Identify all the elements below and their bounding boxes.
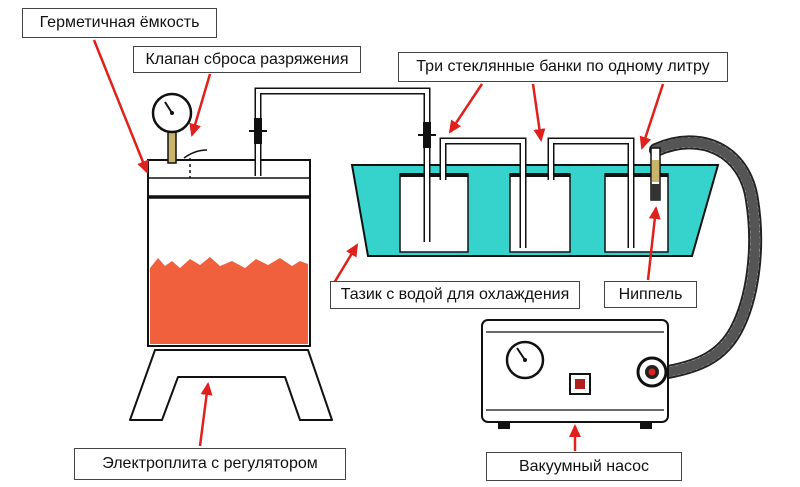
clamp-jar-side (418, 122, 436, 148)
label-glass-jars: Три стеклянные банки по одному литру (398, 52, 728, 82)
vacuum-pump (481, 319, 669, 429)
label-relief-valve: Клапан сброса разряжения (133, 46, 361, 73)
pump-foot-right (640, 420, 652, 429)
jar-1-body (399, 173, 469, 253)
pump-gauge-needle (516, 347, 526, 361)
vacuum-hose (649, 135, 763, 379)
label-cooling-basin: Тазик с водой для охлаждения (330, 281, 580, 309)
arrow-cooling-basin (329, 243, 359, 289)
pointer-arrows (92, 39, 665, 451)
gauge-needle (164, 101, 173, 114)
jar-2 (509, 173, 571, 253)
arrow-sealed-vessel (92, 39, 149, 174)
label-vacuum-pump: Вакуумный насос (486, 452, 682, 481)
arrow-jar-2 (531, 83, 546, 142)
arrow-hotplate (198, 382, 213, 447)
arrow-jar-1 (448, 83, 484, 134)
pump-switch-button (575, 379, 585, 389)
tube-jar1-jar2 (439, 137, 527, 248)
tube-jar1-jar2-inner (441, 139, 525, 248)
tube-jar2-jar3 (547, 137, 635, 248)
clamp-vessel-side (249, 118, 267, 144)
label-hotplate: Электроплита с регулятором (74, 448, 346, 480)
arrow-jar-3 (639, 83, 665, 150)
arrow-relief-valve (189, 73, 212, 137)
label-nipple: Ниппель (604, 281, 697, 308)
vacuum-hose-braid (651, 137, 761, 377)
pump-gauge-pivot (523, 358, 527, 362)
relief-valve (183, 149, 208, 159)
tube-jar2-jar3-inner (549, 139, 633, 248)
vessel-liquid (150, 257, 308, 344)
sealed-vessel (147, 159, 311, 347)
nipple (650, 147, 661, 201)
label-sealed-vessel: Герметичная ёмкость (22, 8, 217, 38)
arrow-nipple (646, 206, 661, 281)
pump-foot-left (498, 420, 510, 429)
gauge-stem (167, 130, 177, 164)
jar-1 (399, 173, 469, 253)
pump-knob-dot (648, 368, 656, 376)
nipple-fitting (652, 160, 659, 182)
hotplate-stand (129, 349, 333, 421)
gauge-pivot (170, 111, 174, 115)
jar-2-body (509, 173, 571, 253)
nipple-tip (651, 184, 660, 200)
